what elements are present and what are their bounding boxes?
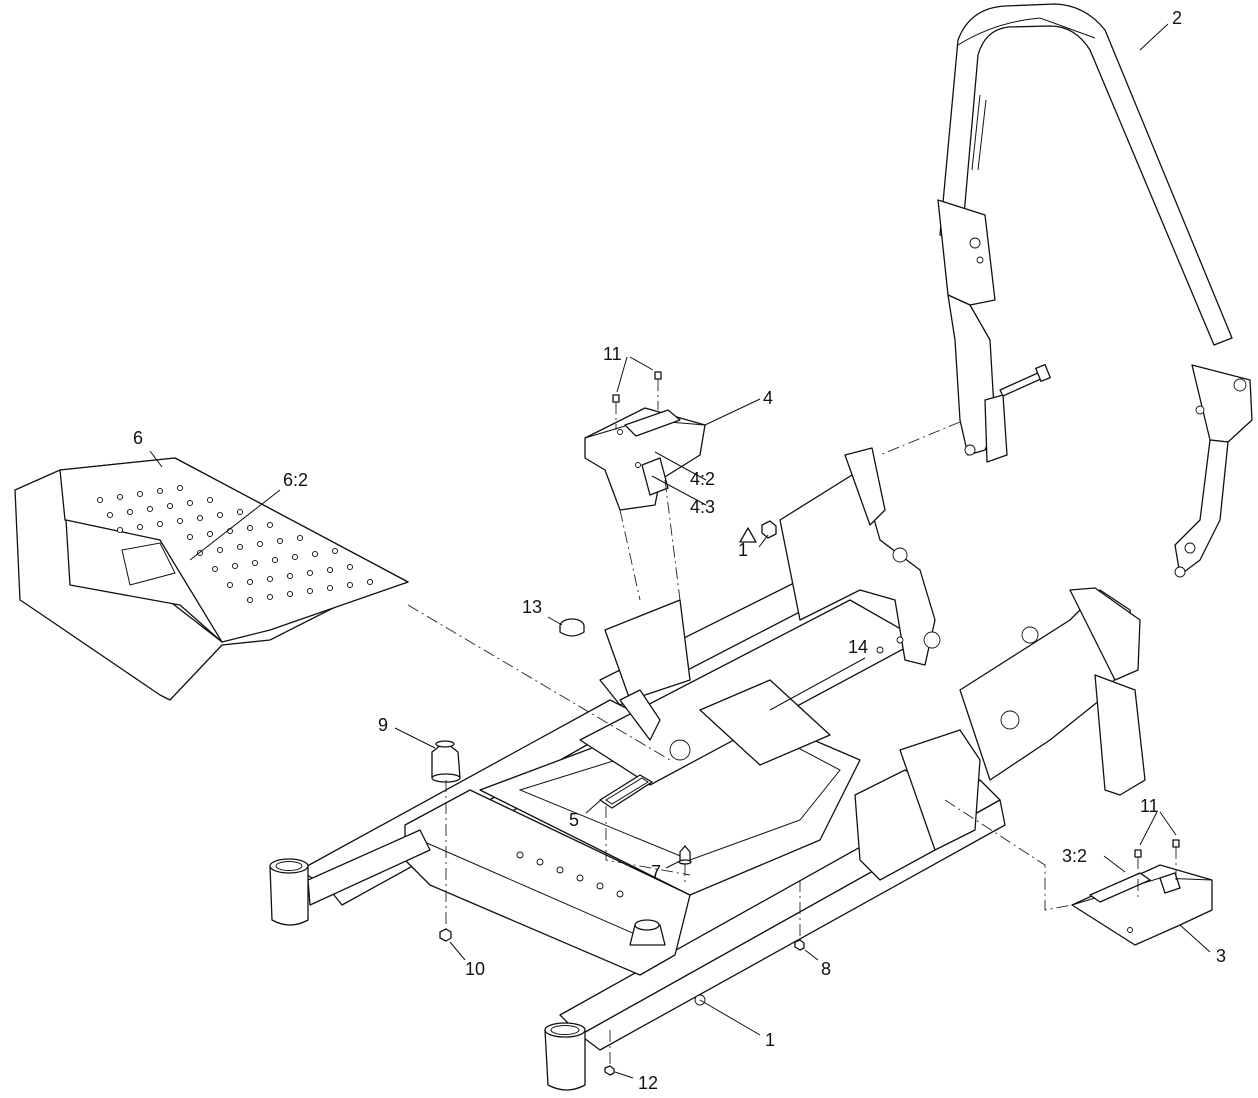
callout-6-2: 6:2 — [283, 470, 308, 490]
callout-3-2: 3:2 — [1062, 846, 1087, 866]
callout-13: 13 — [522, 597, 542, 617]
decal-14 — [699, 679, 831, 766]
callout-1-nut: 1 — [738, 540, 748, 560]
callout-1: 1 — [765, 1030, 775, 1050]
callout-10: 10 — [465, 959, 485, 979]
callout-7: 7 — [651, 862, 661, 882]
callout-8: 8 — [821, 959, 831, 979]
nut-1 — [761, 520, 777, 539]
callout-labels: 2 11 4 4:2 4:3 6 6:2 1 13 14 9 5 7 11 3:… — [133, 8, 1226, 1093]
callout-leaders — [149, 23, 1211, 1079]
callout-4: 4 — [763, 388, 773, 408]
callout-2: 2 — [1172, 8, 1182, 28]
roll-bar — [937, 3, 1253, 578]
callout-11-top: 11 — [603, 344, 622, 364]
callout-4-2: 4:2 — [690, 469, 715, 489]
seat-bracket-left — [584, 407, 706, 511]
foot-plate — [14, 457, 409, 701]
bumper-9 — [431, 740, 461, 783]
callout-14: 14 — [848, 637, 868, 657]
callout-11-right: 11 — [1140, 796, 1159, 816]
callout-9: 9 — [378, 715, 388, 735]
callout-6: 6 — [133, 428, 143, 448]
seat-bracket-right — [1071, 864, 1213, 946]
main-frame — [269, 447, 1146, 1091]
callout-3: 3 — [1216, 946, 1226, 966]
assembly-lines — [407, 379, 1177, 1066]
plug-13 — [559, 618, 585, 637]
hardware — [431, 371, 1180, 1076]
grommet-5 — [599, 774, 653, 809]
callout-5: 5 — [569, 810, 579, 830]
callout-12: 12 — [638, 1073, 658, 1093]
callout-4-3: 4:3 — [690, 497, 715, 517]
foot-plate-holes — [96, 484, 374, 604]
